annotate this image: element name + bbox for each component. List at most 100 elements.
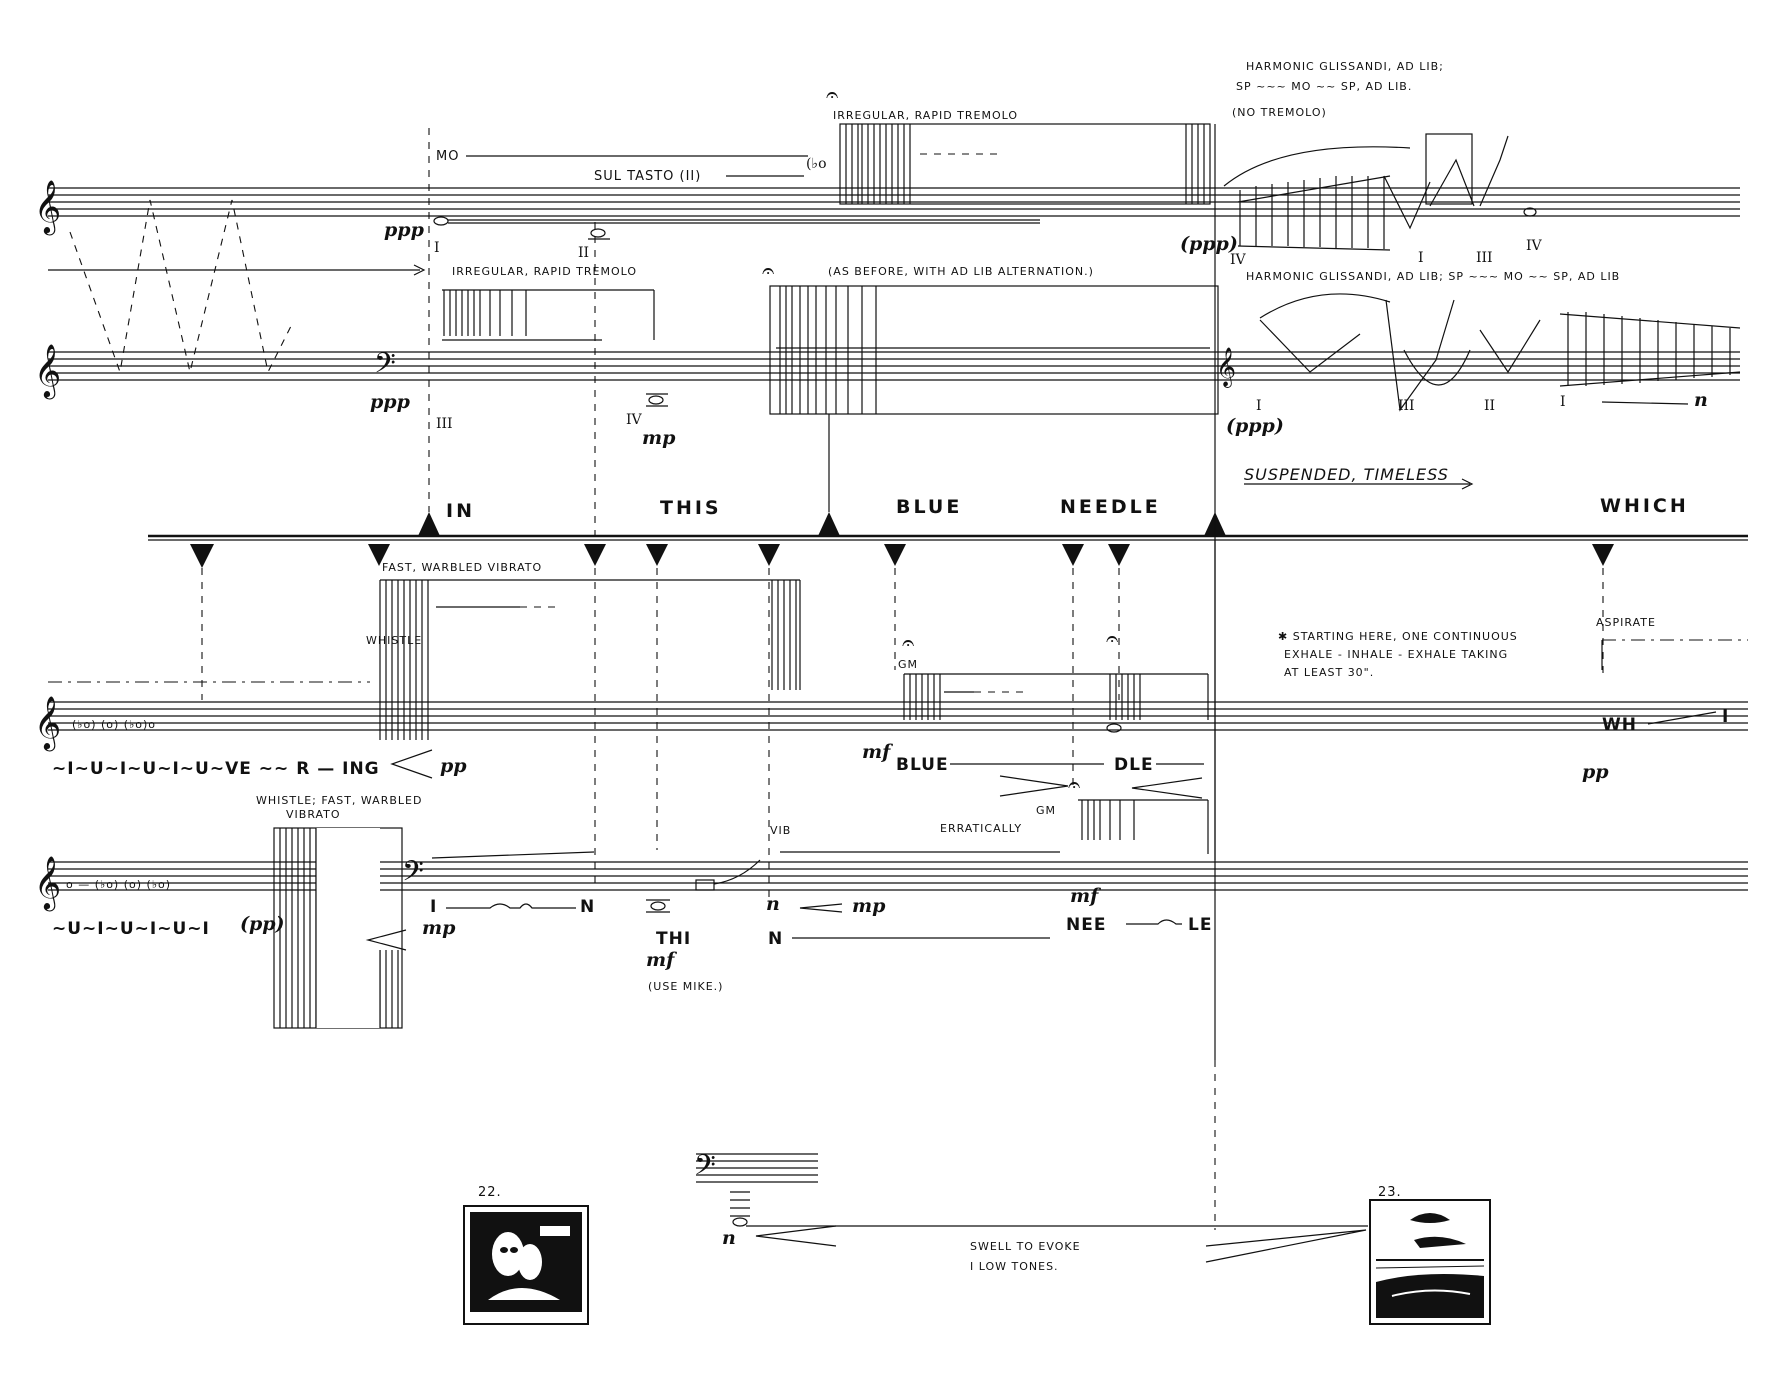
lyric-le: LE	[1188, 915, 1212, 935]
direction-gm-2: GM	[1036, 804, 1056, 817]
dynamic-ppp-b: ppp	[370, 391, 411, 413]
bass-clef-icon: 𝄢	[374, 347, 396, 387]
dynamic-mf-d: mf	[646, 949, 677, 971]
lyric-dle: DLE	[1114, 755, 1154, 775]
lyric-n-long: N	[768, 929, 783, 949]
fermata-icon: 𝄐	[762, 259, 774, 284]
direction-irregular-tremolo-second: IRREGULAR, RAPID TREMOLO	[452, 265, 637, 278]
voice1-grace-notes: (♭o) (o) (♭o)o	[72, 718, 156, 731]
slur	[1223, 146, 1411, 187]
vibrato-block-f	[1078, 799, 1209, 854]
string-III: III	[1398, 398, 1415, 414]
direction-harmonic-glissandi-1: HARMONIC GLISSANDI, AD LIB;	[1246, 60, 1444, 73]
dynamic-mp-d2: mp	[852, 895, 886, 917]
string-IV: IV	[1526, 238, 1543, 254]
dynamic-ppp-paren-a: (ppp)	[1180, 233, 1238, 255]
treble-clef-icon: 𝄞	[1216, 347, 1236, 388]
treble-clef-icon: 𝄞	[34, 695, 61, 751]
direction-gm: GM	[898, 658, 918, 671]
treble-clef-icon: 𝄞	[34, 855, 61, 911]
dynamic-pp-c: pp	[440, 755, 467, 777]
triangle-cue-icon	[758, 544, 780, 566]
string-III: III	[436, 416, 453, 432]
direction-mo: MO	[436, 149, 459, 164]
slide-23-image	[1369, 1199, 1491, 1325]
direction-swell: SWELL TO EVOKE	[970, 1240, 1081, 1253]
tremolo-block-a	[839, 123, 1211, 205]
fermata-icon: 𝄐	[902, 631, 914, 656]
string-III: III	[1476, 250, 1493, 266]
direction-no-tremolo: (NO TREMOLO)	[1232, 106, 1327, 119]
dynamic-n: n	[766, 893, 780, 915]
triangle-cue-icon	[818, 512, 840, 536]
slide-number-23: 23.	[1378, 1185, 1402, 1200]
zigzag-lines	[69, 199, 293, 375]
triangle-cue-icon	[884, 544, 906, 566]
lyric-thi: THI	[656, 929, 691, 949]
triangle-cue-icon	[1592, 544, 1614, 566]
triangle-cue-icon	[646, 544, 668, 566]
lyric-n: N	[580, 897, 595, 917]
triangle-cue-icon	[368, 544, 390, 566]
lyric-nee: NEE	[1066, 915, 1106, 935]
vibrato-block-c	[379, 579, 801, 740]
string-I: I	[1418, 250, 1424, 266]
note-head	[433, 216, 449, 226]
paren-flat: (♭o	[806, 156, 827, 172]
direction-vib: VIB	[770, 824, 791, 837]
dynamic-mp-b: mp	[642, 427, 676, 449]
direction-sp-mo-sp: SP ~~~ MO ~~ SP, AD LIB.	[1236, 80, 1412, 93]
lyric-i-syl: I	[430, 897, 437, 917]
direction-irregular-tremolo-top: IRREGULAR, RAPID TREMOLO	[833, 109, 1018, 122]
timeline-word-needle: NEEDLE	[1060, 496, 1161, 518]
direction-low-tones: I LOW TONES.	[970, 1260, 1059, 1273]
slide-number-22: 22.	[478, 1185, 502, 1200]
lyric-voice1-pre: ~I~U~I~U~I~U~VE ~~ R — ING	[52, 759, 380, 779]
staff-a-lines	[48, 187, 1740, 217]
string-IV: IV	[1230, 252, 1247, 268]
slide-22-image	[463, 1205, 589, 1325]
dynamic-mp-d: mp	[422, 917, 456, 939]
direction-aspirate: ASPIRATE	[1596, 616, 1656, 629]
triangle-cue-icon	[1062, 544, 1084, 566]
direction-harmonic-glissandi-2: HARMONIC GLISSANDI, AD LIB; SP ~~~ MO ~~…	[1246, 270, 1620, 283]
bass-clef-icon: 𝄢	[402, 855, 424, 895]
string-II: II	[578, 245, 589, 261]
vibrato-block-d	[903, 673, 1209, 720]
string-IV: IV	[626, 412, 643, 428]
triangle-cue-icon	[584, 544, 606, 566]
timeline-word-blue: BLUE	[896, 496, 962, 518]
triangle-cue-icon	[190, 544, 214, 568]
direction-whistle-fast: WHISTLE; FAST, WARBLED	[256, 794, 422, 807]
dynamic-pp-d: pp	[1582, 761, 1609, 783]
staff-c: 𝄞 (♭o) (o) (♭o)o FAST, WARBLED VIBRATO W…	[34, 561, 1748, 799]
vibrato-block-e	[273, 827, 403, 1029]
tremolo-block-b	[442, 289, 655, 341]
dynamic-n: n	[1694, 389, 1708, 411]
fermata-icon: 𝄐	[826, 83, 838, 108]
bass-fragment-staff	[696, 1153, 818, 1183]
tremolo-block-c	[769, 285, 1219, 415]
timeline-word-this: THIS	[660, 497, 722, 519]
note-head	[590, 228, 606, 238]
lyric-i: I	[1722, 707, 1729, 727]
triangle-cue-icon	[418, 512, 440, 536]
timeline-word-which: WHICH	[1600, 495, 1689, 517]
direction-sul-tasto: SUL TASTO (II)	[594, 169, 701, 184]
bass-clef-icon: 𝄢	[694, 1149, 716, 1189]
staff-b: 𝄞 𝄢 ppp IRREGULAR, RAPID TREMOLO III IV …	[34, 259, 1741, 449]
staff-a: 𝄞 ppp MO SUL TASTO (II) IRREGULAR, RAPID…	[34, 60, 1740, 268]
direction-use-mike: (USE MIKE.)	[648, 980, 723, 993]
timeline: IN THIS BLUE NEEDLE WHICH SUSPENDED, TIM…	[148, 465, 1748, 568]
direction-starting-note-3: AT LEAST 30".	[1284, 666, 1374, 679]
staff-b-lines	[48, 351, 1740, 381]
dynamic-pp-paren: (pp)	[240, 913, 285, 935]
direction-fast-warbled: FAST, WARBLED VIBRATO	[382, 561, 542, 574]
treble-clef-icon: 𝄞	[34, 343, 61, 399]
string-II: II	[1484, 398, 1495, 414]
staff-c-lines	[48, 701, 1748, 731]
direction-starting-note: ✱ STARTING HERE, ONE CONTINUOUS	[1278, 630, 1518, 643]
fermata-icon: 𝄐	[1106, 627, 1118, 652]
direction-vibrato: VIBRATO	[286, 808, 341, 821]
direction-starting-note-2: EXHALE - INHALE - EXHALE TAKING	[1284, 648, 1508, 661]
